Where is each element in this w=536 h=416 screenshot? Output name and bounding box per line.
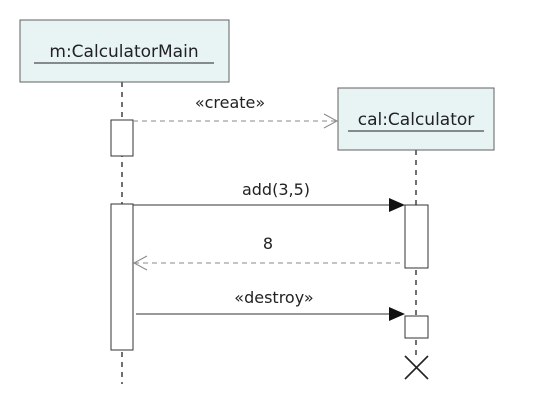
message-return-arrowhead [132,255,148,271]
message-create-label: «create» [195,93,265,112]
object-main: m:CalculatorMain [19,19,230,83]
object-main-name: m:CalculatorMain [49,42,198,62]
message-destroy-label: «destroy» [234,288,313,307]
message-create-arrowhead [323,113,339,129]
activation-calc-destroy [404,315,429,339]
object-calc-name: cal:Calculator [358,110,475,130]
destroy-x-icon [404,355,429,380]
message-add-label: add(3,5) [242,180,310,199]
object-calc-box [337,87,495,151]
activation-calc-add [404,204,429,269]
activation-main-calls [110,203,134,351]
message-return-label: 8 [263,234,273,253]
message-add-arrowhead [389,198,405,212]
object-main-box [19,19,230,83]
object-calc: cal:Calculator [337,87,495,151]
message-add: add(3,5) [133,180,405,212]
activation-main-create [110,119,134,157]
message-return: 8 [132,234,405,271]
message-destroy-arrowhead [389,307,405,321]
message-create: «create» [133,93,339,129]
message-destroy: «destroy» [136,288,405,321]
